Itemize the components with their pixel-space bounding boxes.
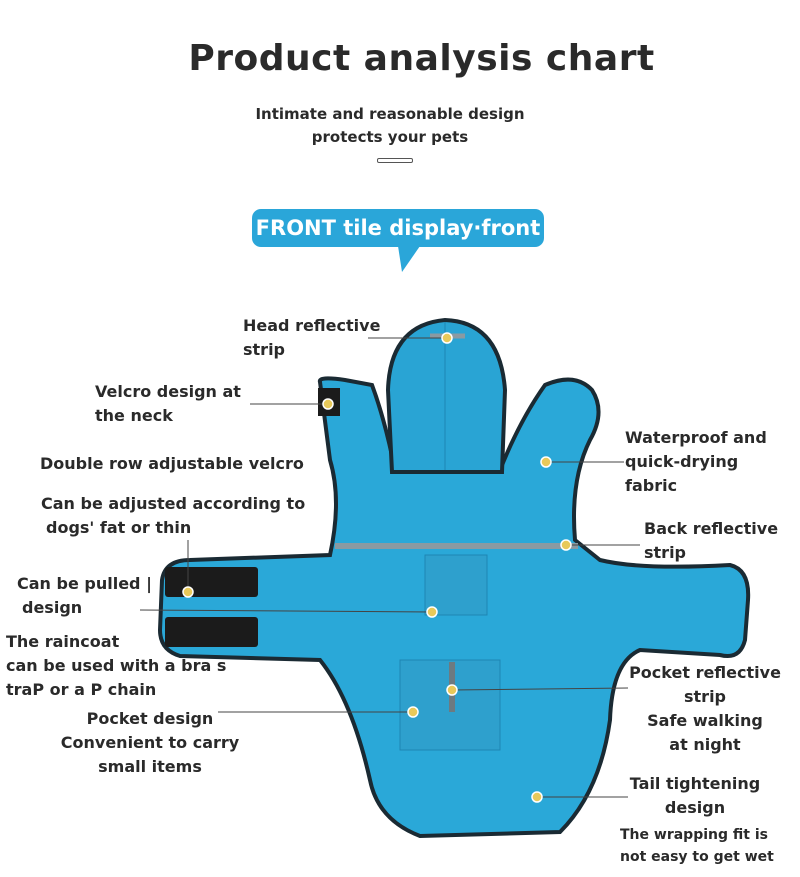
top-pocket [424,554,488,616]
label-double-row: Double row adjustable velcro [40,454,304,473]
coat-hood [385,317,508,474]
page-title: Product analysis chart [188,38,655,79]
velcro-strap-1 [165,567,258,597]
front-banner: FRONT tile display·front [252,209,544,247]
subtitle-line-2: protects your pets [311,128,469,146]
divider [377,158,413,163]
velcro-strap-2 [165,617,258,647]
banner-pointer [398,246,420,272]
subtitle-line-1: Intimate and reasonable design [255,105,525,123]
label-pulled: Can be pulled |design [17,574,152,617]
callout-dots [182,332,572,803]
